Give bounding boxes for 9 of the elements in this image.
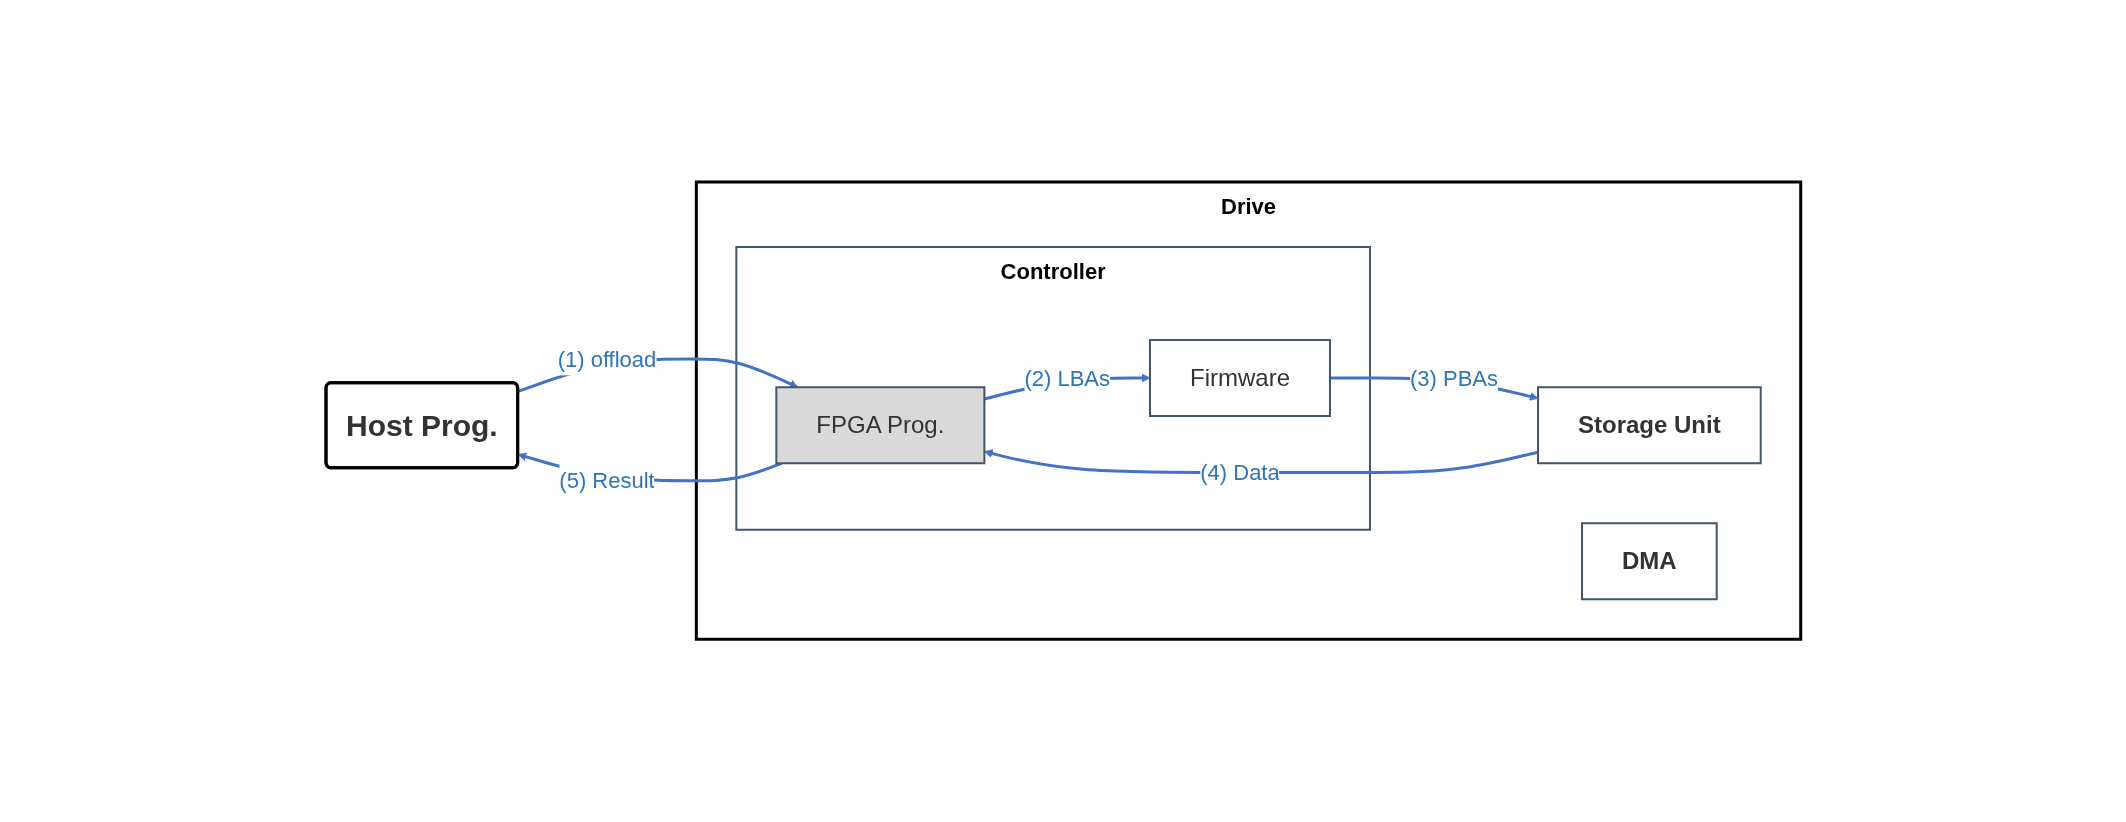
- node-box: Storage Unit: [1536, 386, 1762, 465]
- edge-label: (5) Result: [558, 468, 655, 494]
- node-box: Firmware: [1148, 339, 1331, 418]
- edge-label: (1) offload: [557, 346, 656, 372]
- edge-label: (4) Data: [1199, 460, 1280, 486]
- node-box: FPGA Prog.: [774, 386, 986, 465]
- edge-label: (2) LBAs: [1024, 365, 1110, 391]
- edge-label: (3) PBAs: [1409, 365, 1498, 391]
- node-box: DMA: [1580, 522, 1718, 601]
